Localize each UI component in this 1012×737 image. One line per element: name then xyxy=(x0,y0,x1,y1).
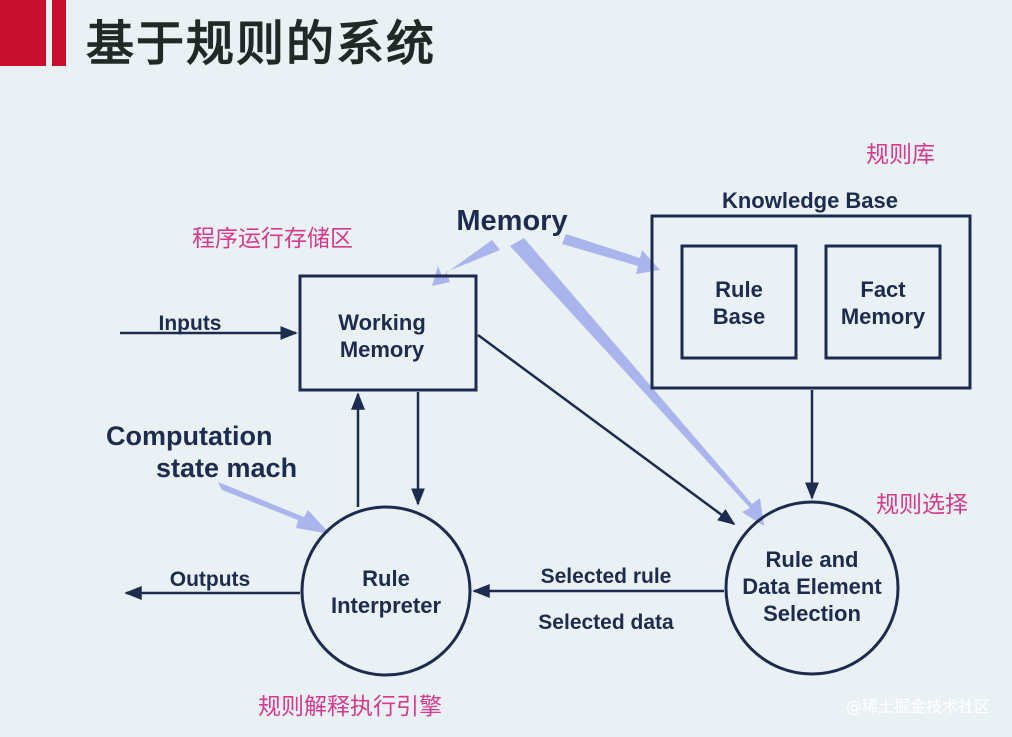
rule-interpreter-label-line1: Rule xyxy=(362,566,410,591)
annotation-rule-selection: 规则选择 xyxy=(876,492,968,518)
selection-label-line3: Selection xyxy=(763,601,861,626)
slide-title: 基于规则的系统 xyxy=(86,16,437,72)
inputs-label: Inputs xyxy=(159,312,222,335)
working-memory-label-line2: Memory xyxy=(340,337,425,362)
selected-data-label: Selected data xyxy=(538,611,674,634)
annotation-program-memory: 程序运行存储区 xyxy=(192,226,353,252)
fact-memory-box xyxy=(824,244,942,360)
selection-label-line2: Data Element xyxy=(742,574,882,599)
computation-state-label-line2: state mach xyxy=(156,453,297,483)
watermark: @稀土掘金技术社区 xyxy=(846,697,990,716)
memory-pointer-to-knowledge-base xyxy=(562,234,660,274)
selected-rule-label: Selected rule xyxy=(541,565,672,588)
rule-base-box xyxy=(680,244,798,360)
rule-base-label-line1: Rule xyxy=(715,277,763,302)
fact-memory-label-line2: Memory xyxy=(841,304,926,329)
knowledge-base-box xyxy=(650,214,972,390)
memory-pointer-to-selection xyxy=(510,238,764,526)
memory-pointer-to-working-memory xyxy=(432,240,500,286)
knowledge-base-title: Knowledge Base xyxy=(722,188,898,213)
outputs-label: Outputs xyxy=(170,568,250,591)
rule-interpreter-label-line2: Interpreter xyxy=(331,593,441,618)
rule-base-label-line2: Base xyxy=(713,304,766,329)
working-memory-to-selection-arrow xyxy=(477,333,736,526)
rule-interpreter-circle xyxy=(300,505,472,677)
title-accent-bar xyxy=(0,0,46,66)
fact-memory-label-line1: Fact xyxy=(860,277,906,302)
annotation-rule-engine: 规则解释执行引擎 xyxy=(258,694,442,720)
selection-circle xyxy=(724,500,900,676)
working-memory-box xyxy=(298,274,478,392)
annotation-rule-library: 规则库 xyxy=(866,142,935,168)
computation-pointer-to-interpreter xyxy=(218,482,330,534)
computation-state-label-line1: Computation xyxy=(106,421,272,451)
working-memory-label-line1: Working xyxy=(338,310,426,335)
selection-label-line1: Rule and xyxy=(766,547,859,572)
memory-label: Memory xyxy=(456,205,567,237)
title-accent-bar-thin xyxy=(52,0,66,66)
